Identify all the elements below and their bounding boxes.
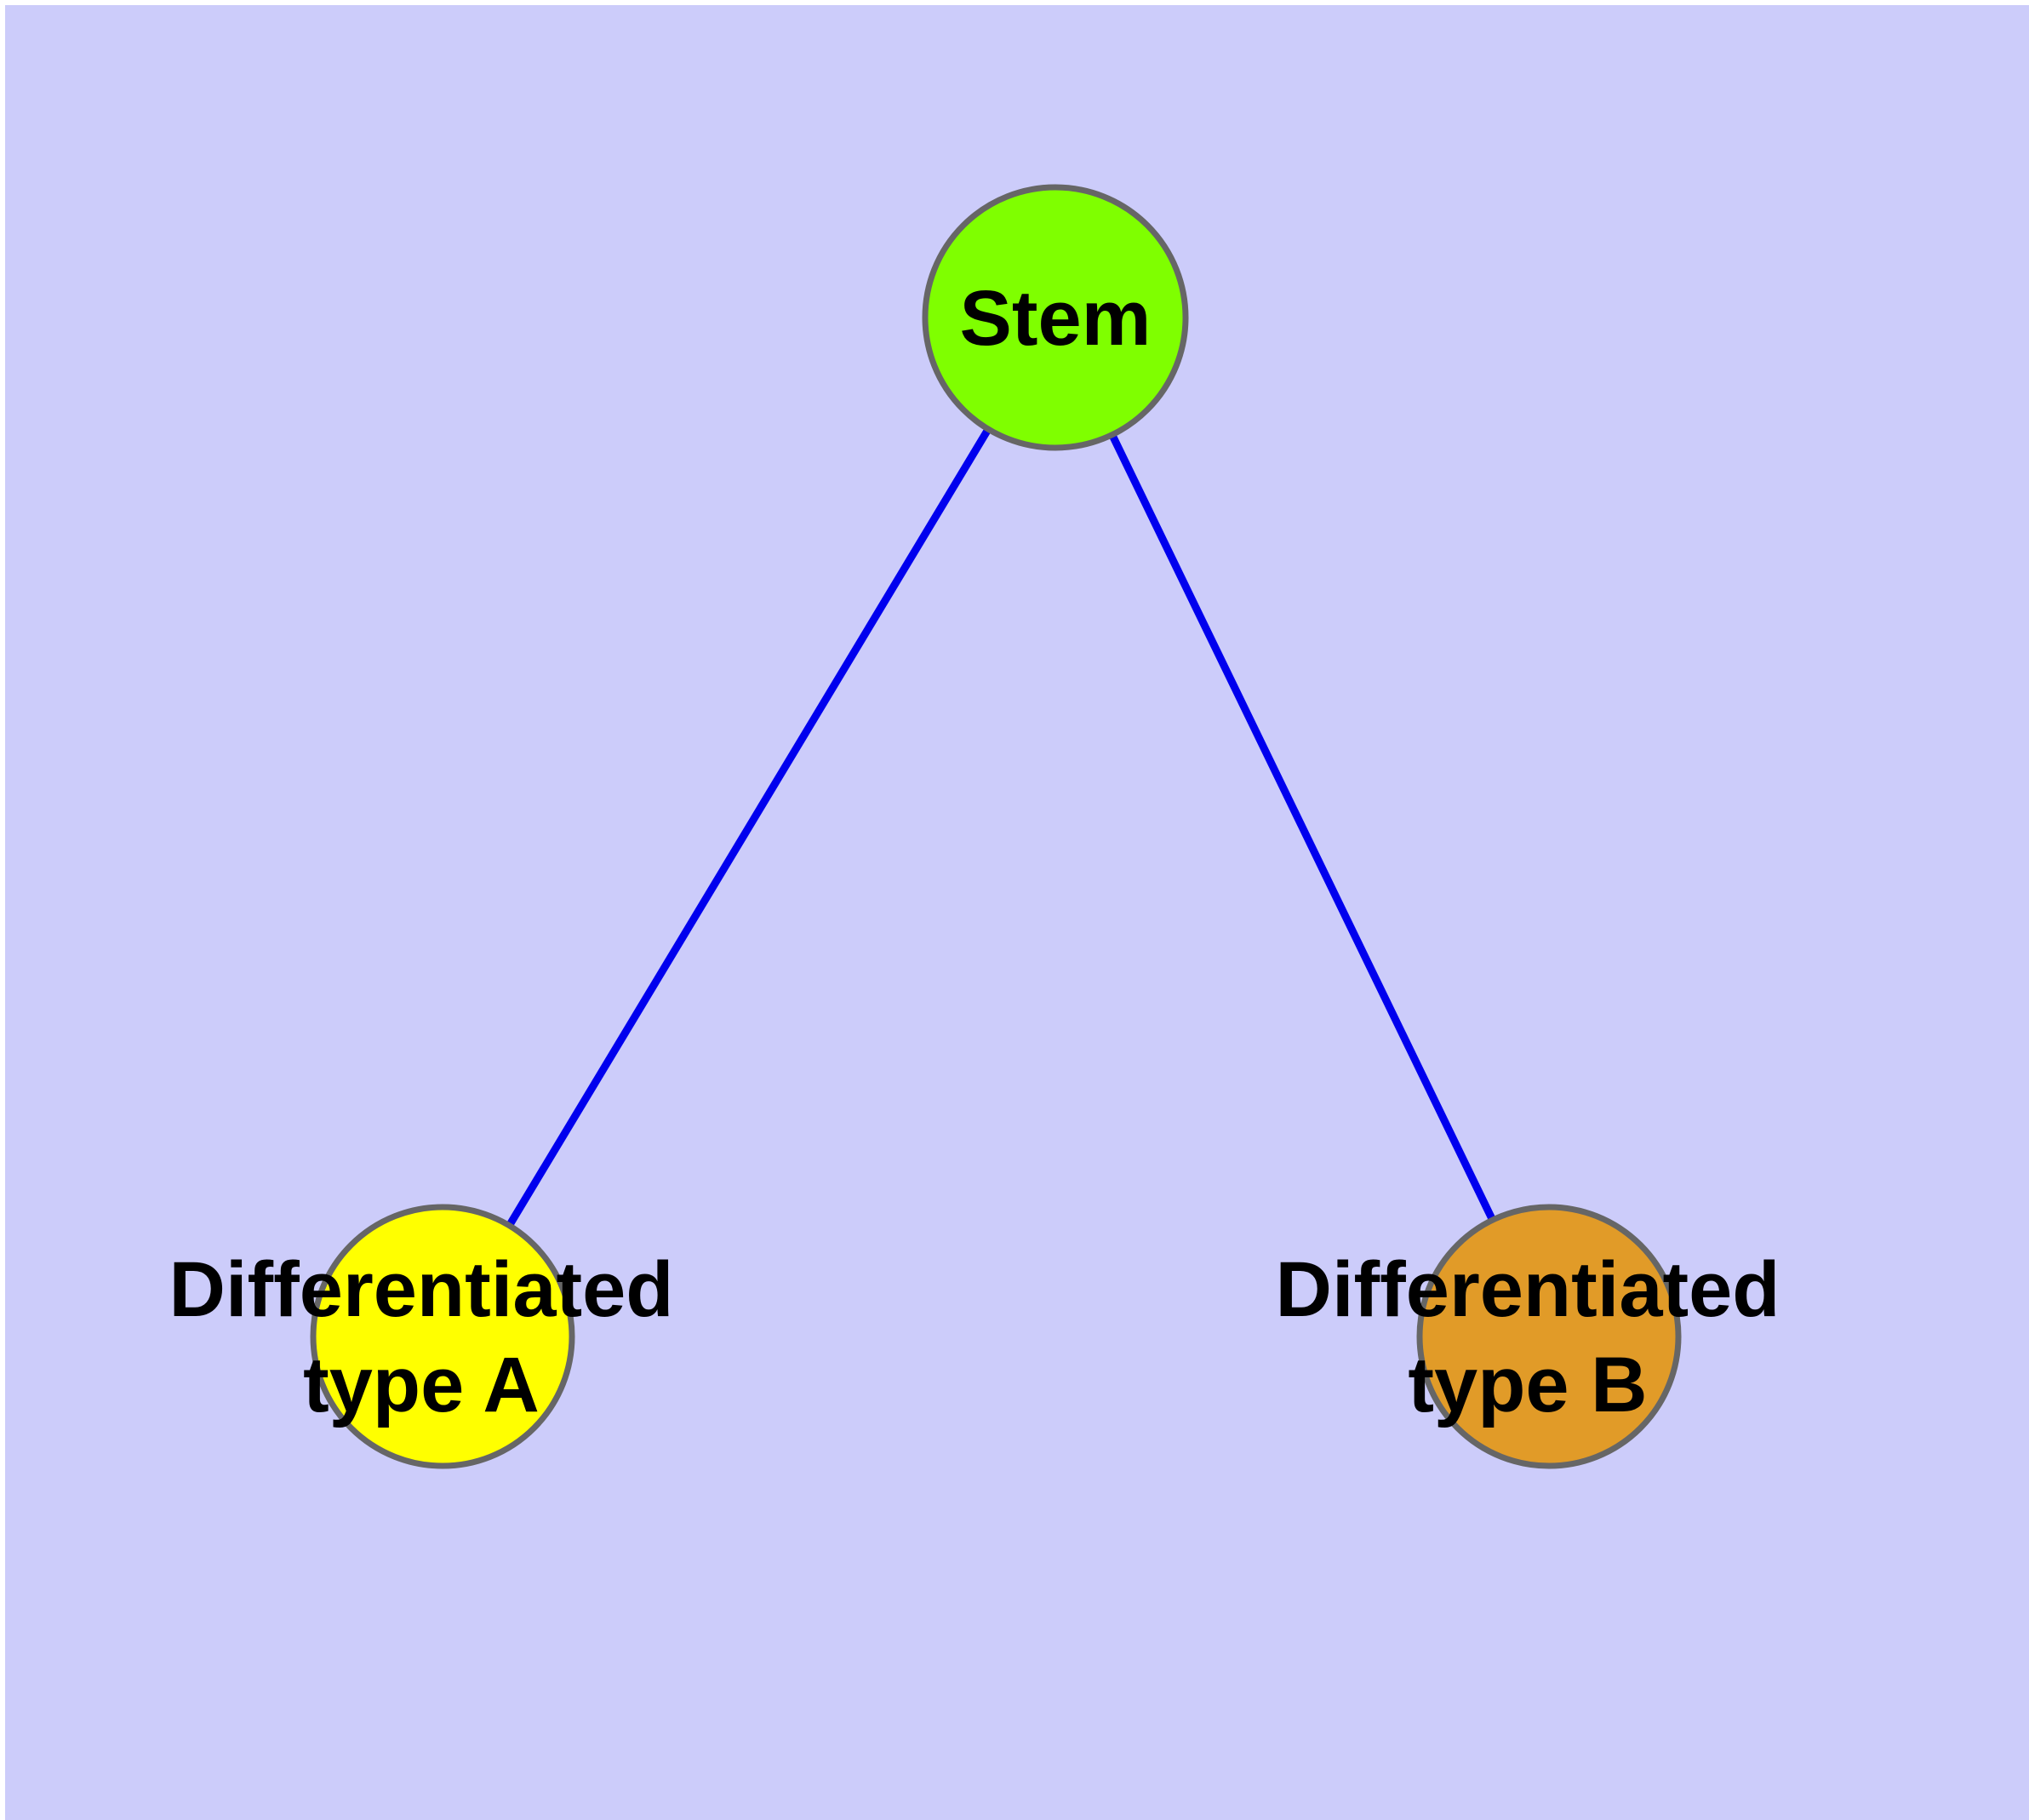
label-line: type B: [1408, 1342, 1647, 1428]
edge-stem-to-differentiated-type-a[interactable]: [439, 315, 1059, 1339]
node-differentiated-type-b-label: Differentiated type B: [1276, 1246, 1780, 1428]
node-differentiated-type-b[interactable]: [1416, 1204, 1682, 1469]
node-differentiated-type-b-circle[interactable]: [1416, 1204, 1682, 1469]
label-line: Differentiated: [169, 1246, 674, 1333]
node-differentiated-type-a-label: Differentiated type A: [169, 1246, 674, 1428]
node-differentiated-type-a-circle[interactable]: [310, 1204, 575, 1469]
label-line: type A: [303, 1342, 540, 1428]
label-line: Stem: [960, 275, 1152, 362]
label-line: Differentiated: [1276, 1246, 1780, 1333]
node-stem-label: Stem: [960, 275, 1152, 362]
edge-stem-to-differentiated-type-b[interactable]: [1051, 316, 1553, 1338]
node-layer: [310, 184, 1682, 1469]
node-differentiated-type-a[interactable]: [310, 1204, 575, 1469]
edge-layer: [439, 315, 1553, 1339]
node-stem[interactable]: [922, 184, 1189, 451]
node-stem-circle[interactable]: [922, 184, 1189, 451]
label-layer: Stem Differentiated type A Differentiated…: [169, 275, 1780, 1428]
